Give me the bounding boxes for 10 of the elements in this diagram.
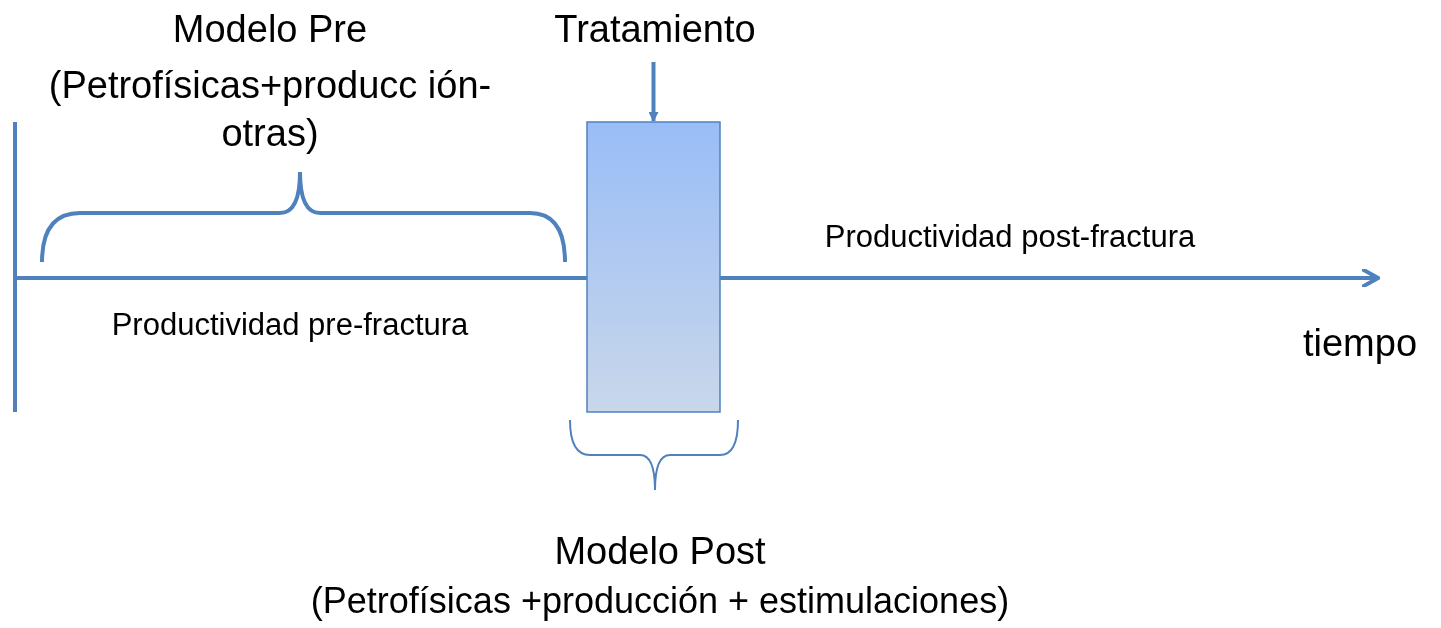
text-label: Productividad post-fractura bbox=[823, 218, 1197, 256]
step-label: Tratamiento bbox=[520, 6, 790, 54]
text-label: tiempo bbox=[1301, 321, 1419, 366]
text-label: Modelo Post bbox=[553, 529, 767, 574]
treatment-bar bbox=[586, 121, 721, 413]
arrow bbox=[648, 62, 659, 122]
text-label: Modelo Pre bbox=[171, 7, 369, 52]
text-label: (Petrofísicas +producción + estimulaciones) bbox=[309, 579, 1011, 623]
text-label: (Petrofísicas+producc ión-otras) bbox=[47, 63, 493, 156]
text-label: Productividad pre-fractura bbox=[110, 306, 470, 344]
